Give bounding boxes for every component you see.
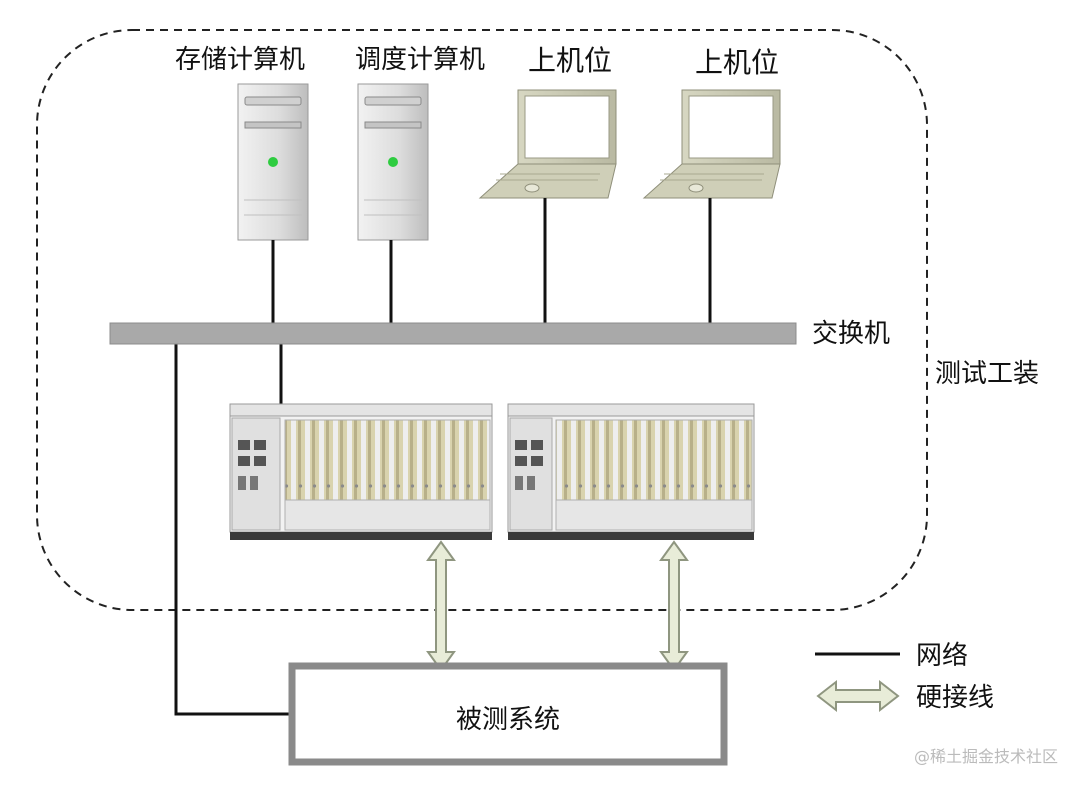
legend-hardwire-label: 硬接线 <box>916 683 994 713</box>
system-under-test-box <box>288 662 728 766</box>
test-fixture-boundary <box>36 29 928 611</box>
system-under-test-label: 被测系统 <box>456 705 560 735</box>
network-links <box>174 198 712 716</box>
hardwire-arrow-1 <box>426 540 456 672</box>
host-2-label: 上机位 <box>695 46 779 79</box>
switch-label: 交换机 <box>812 319 890 349</box>
legend-network-label: 网络 <box>916 641 968 671</box>
test-fixture-label: 测试工装 <box>935 359 1039 389</box>
storage-computer-icon <box>237 83 309 241</box>
switch-bar <box>109 322 797 345</box>
legend-hardwire-arrow <box>816 679 900 713</box>
host-1-label: 上机位 <box>528 44 612 77</box>
storage-computer-label: 存储计算机 <box>175 45 305 75</box>
host-laptop-2-icon <box>642 89 781 199</box>
scheduler-computer-label: 调度计算机 <box>355 45 485 75</box>
watermark: @稀土掘金技术社区 <box>914 747 1058 766</box>
host-laptop-1-icon <box>478 89 617 199</box>
scheduler-computer-icon <box>357 83 429 241</box>
pxi-chassis-2-icon <box>507 403 755 540</box>
pxi-chassis-1-icon <box>229 403 493 540</box>
hardwire-arrow-2 <box>659 540 689 672</box>
